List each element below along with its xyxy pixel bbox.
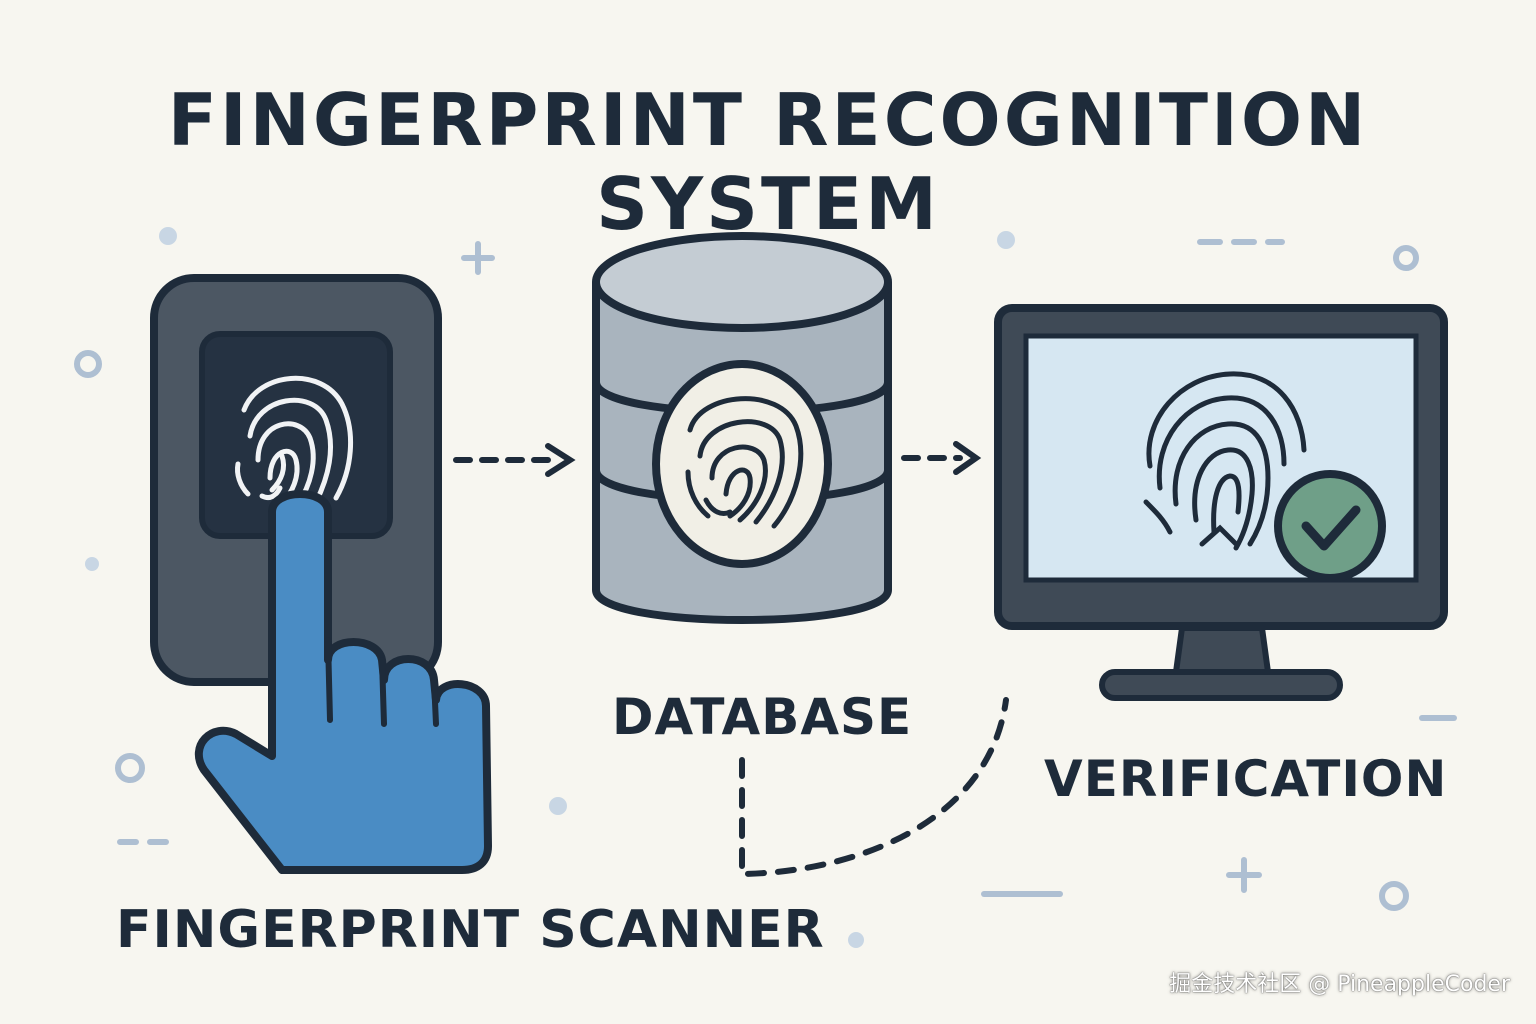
check-icon — [1301, 505, 1361, 551]
decor-ring — [74, 350, 102, 378]
verification-label: VERIFICATION — [1044, 750, 1448, 808]
fingerprint-icon — [235, 375, 353, 507]
dashed-connector — [739, 697, 1009, 878]
decor-plus — [1226, 857, 1262, 893]
decor-ring — [1379, 881, 1409, 911]
decor-ring — [115, 753, 145, 783]
arrow-database-to-verification — [901, 441, 982, 475]
scanner-label: FINGERPRINT SCANNER — [116, 900, 825, 960]
decor-plus — [461, 241, 495, 275]
fingerprint-icon — [685, 396, 804, 529]
page-title: FINGERPRINT RECOGNITION SYSTEM — [167, 78, 1369, 246]
hand-finger-lines — [325, 637, 439, 727]
decor-dot — [848, 932, 864, 948]
decor-dot — [997, 231, 1015, 249]
database-label: DATABASE — [612, 688, 913, 746]
decor-ring — [1393, 245, 1419, 271]
decor-dot — [159, 227, 177, 245]
decorations — [74, 227, 1457, 948]
watermark: 掘金技术社区 @ PineappleCoder — [1169, 972, 1510, 997]
fingerprint-icon — [1143, 371, 1307, 551]
arrow-scanner-to-database — [453, 443, 576, 477]
check-badge — [1274, 470, 1386, 582]
monitor-check-icon — [994, 304, 1448, 701]
decor-dot — [85, 557, 99, 571]
database-icon — [592, 232, 892, 624]
decor-dot — [549, 797, 567, 815]
